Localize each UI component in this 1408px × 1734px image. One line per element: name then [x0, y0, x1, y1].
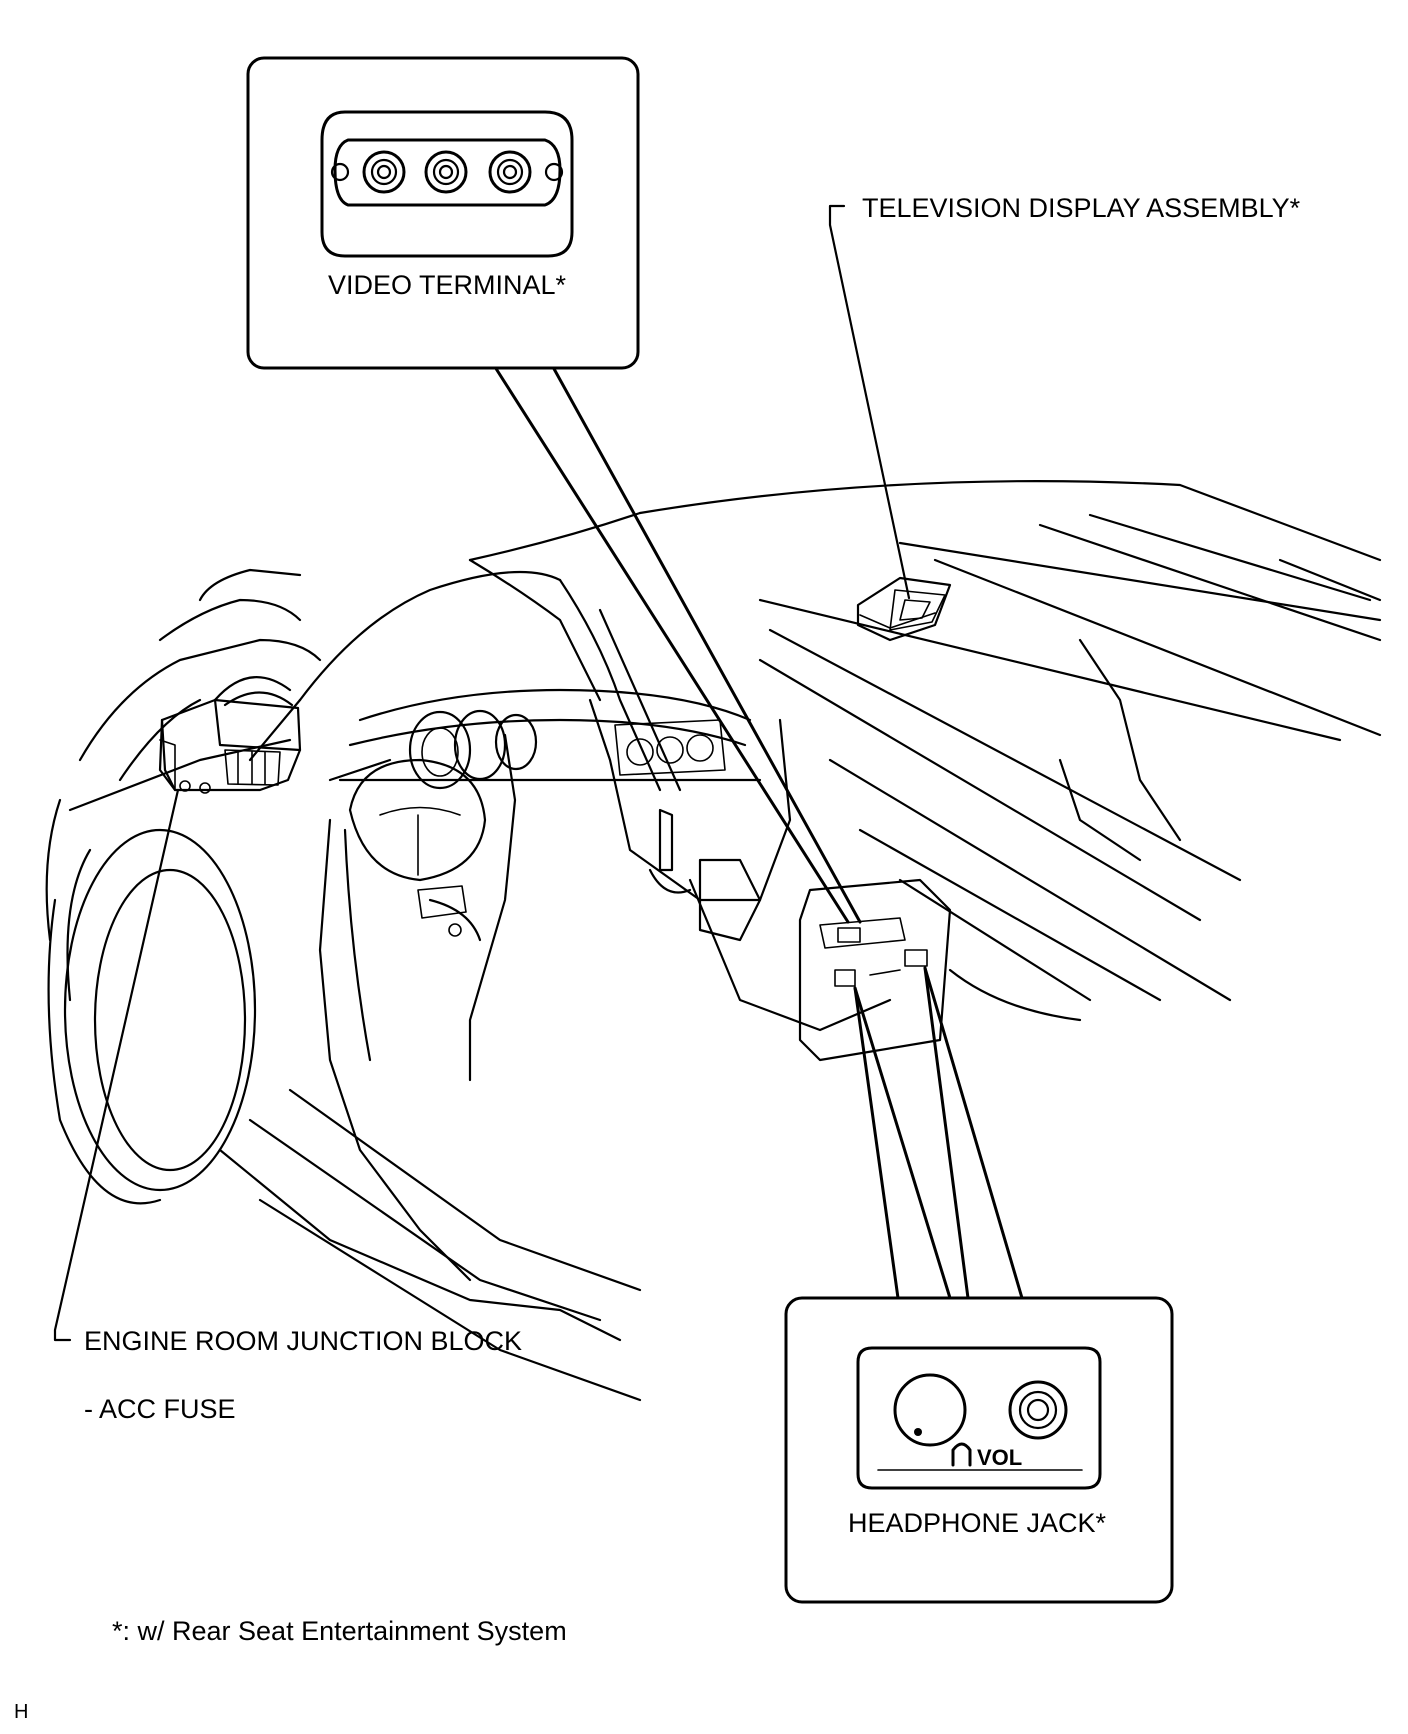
headphone-jack-label: HEADPHONE JACK* [848, 1508, 1107, 1538]
headphone-symbol-icon [951, 1442, 972, 1467]
headphone-vol-label: VOL [977, 1445, 1022, 1470]
television-display-label: TELEVISION DISPLAY ASSEMBLY* [862, 193, 1301, 223]
footnote: *: w/ Rear Seat Entertainment System [112, 1616, 567, 1646]
volume-knob-icon [893, 1373, 967, 1447]
video-terminal-jacks [362, 150, 532, 194]
corner-mark: H [14, 1701, 28, 1723]
television-display-part [856, 576, 952, 642]
vehicle-cutaway-illustration [45, 480, 1382, 1402]
engine-room-junction-block-label: ENGINE ROOM JUNCTION BLOCK [84, 1326, 522, 1356]
acc-fuse-label: - ACC FUSE [84, 1394, 236, 1424]
video-terminal-label: VIDEO TERMINAL* [328, 270, 567, 300]
video-terminal-inset: VIDEO TERMINAL* [246, 56, 640, 370]
headphone-jack-inset: VOL HEADPHONE JACK* [784, 1296, 1174, 1604]
engine-room-junction-block-part [158, 676, 302, 794]
leader-lines [53, 204, 1024, 1342]
headphone-socket-icon [1008, 1380, 1068, 1440]
